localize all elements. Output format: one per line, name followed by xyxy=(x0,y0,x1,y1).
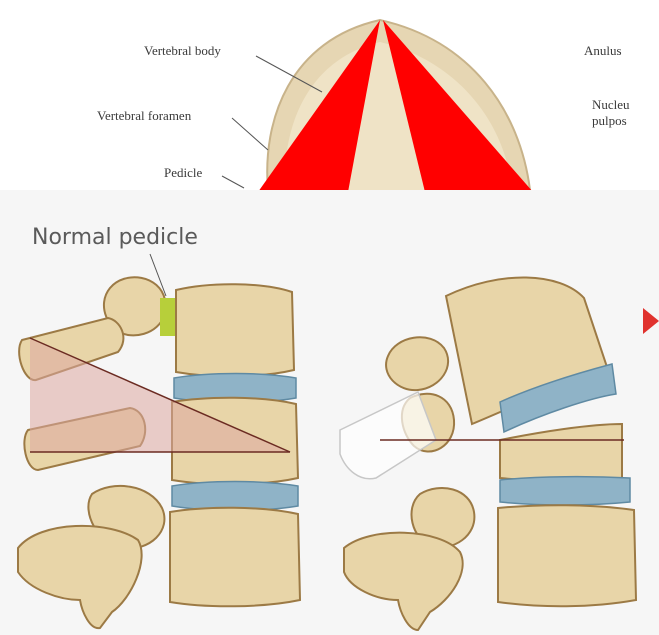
label-pedicle: Pedicle xyxy=(164,166,202,180)
label-nucleus-line1: Nucleu xyxy=(592,98,630,112)
label-vertebral-foramen: Vertebral foramen xyxy=(97,109,191,123)
right-posterior-upper xyxy=(386,337,448,390)
vertebral-body-3 xyxy=(170,508,300,607)
label-vertebral-body: Vertebral body xyxy=(144,44,221,58)
label-nucleus-line2: pulpos xyxy=(592,114,627,128)
disc-2 xyxy=(172,482,298,511)
label-normal-pedicle: Normal pedicle xyxy=(32,226,198,250)
right-vertebral-body-3 xyxy=(498,505,636,606)
top-panel xyxy=(0,0,659,192)
vertebral-body-1 xyxy=(176,284,294,376)
label-anulus: Anulus xyxy=(584,44,622,58)
right-disc-2 xyxy=(500,477,630,505)
